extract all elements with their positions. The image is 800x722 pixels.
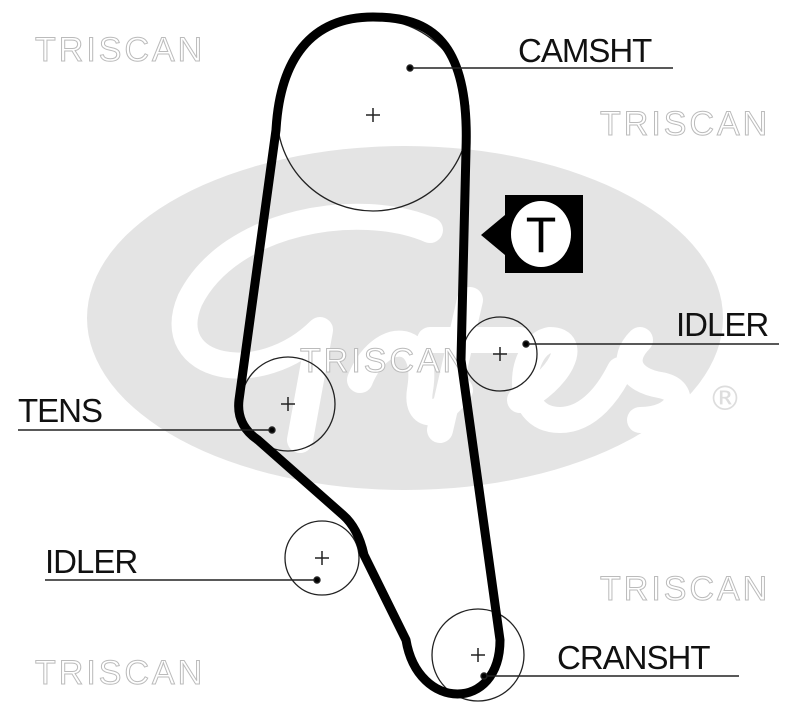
gates-logo: ® — [87, 146, 742, 490]
registered-mark: ® — [708, 379, 742, 419]
tension-marker-icon: T — [481, 195, 583, 273]
label-lower-idler: IDLER — [45, 543, 137, 580]
label-camshaft: CAMSHT — [518, 32, 652, 69]
label-upper-idler: IDLER — [676, 306, 768, 343]
lower-idler-pulley — [284, 520, 360, 596]
watermark: TRISCAN — [35, 654, 205, 692]
label-crankshaft: CRANSHT — [557, 639, 710, 676]
timing-belt — [234, 12, 505, 699]
crankshaft-pulley — [431, 608, 525, 702]
watermark: TRISCAN — [600, 570, 770, 608]
watermark: TRISCAN — [35, 31, 205, 69]
center-marks — [281, 108, 507, 662]
label-tensioner: TENS — [18, 392, 102, 429]
svg-text:T: T — [526, 207, 557, 263]
watermark: TRISCAN — [600, 105, 770, 143]
watermark: TRISCAN — [300, 342, 470, 380]
